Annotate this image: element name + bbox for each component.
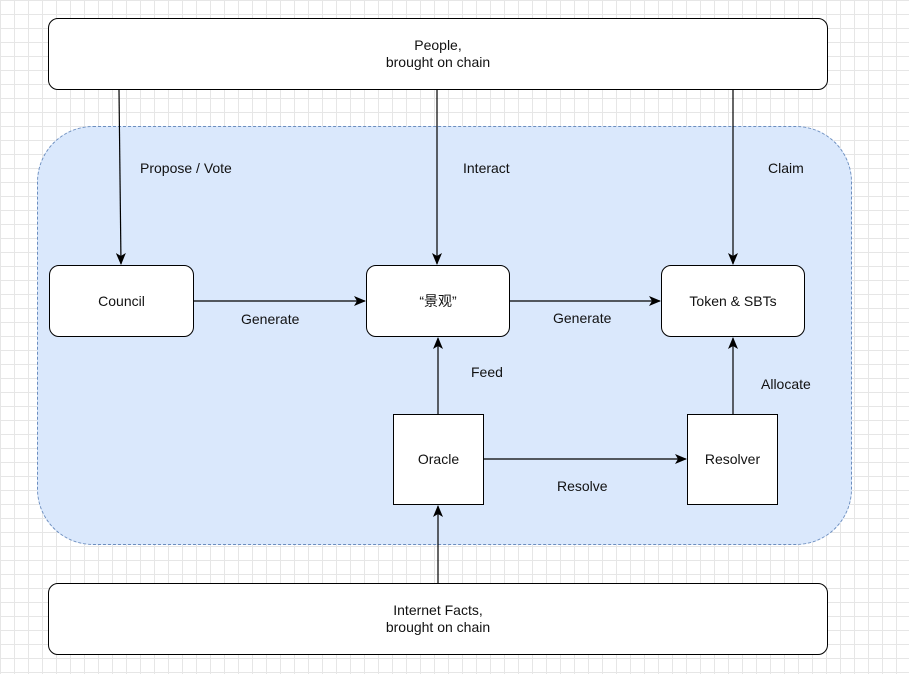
- landscape-node: “景观”: [366, 265, 510, 337]
- token-sbts-label: Token & SBTs: [689, 292, 777, 309]
- interact-label: Interact: [463, 160, 510, 176]
- propose-vote-label: Propose / Vote: [140, 160, 232, 176]
- resolver-node: Resolver: [687, 414, 778, 505]
- internet-facts-label: Internet Facts, brought on chain: [385, 602, 491, 635]
- generate-right-label: Generate: [553, 310, 612, 326]
- council-label: Council: [98, 292, 145, 309]
- resolver-label: Resolver: [704, 451, 761, 467]
- council-node: Council: [49, 265, 194, 337]
- resolve-label: Resolve: [557, 478, 608, 494]
- people-label: People, brought on chain: [385, 37, 491, 70]
- propose-vote-arrow: [115, 89, 126, 265]
- people-node: People, brought on chain: [48, 18, 828, 90]
- claim-label: Claim: [768, 160, 804, 176]
- token-sbts-node: Token & SBTs: [661, 265, 805, 337]
- allocate-label: Allocate: [761, 376, 811, 392]
- oracle-node: Oracle: [393, 414, 484, 505]
- feed-label: Feed: [471, 364, 503, 380]
- internet-facts-node: Internet Facts, brought on chain: [48, 583, 828, 655]
- landscape-label: “景观”: [419, 292, 457, 309]
- generate-left-label: Generate: [241, 311, 300, 327]
- oracle-label: Oracle: [417, 451, 460, 467]
